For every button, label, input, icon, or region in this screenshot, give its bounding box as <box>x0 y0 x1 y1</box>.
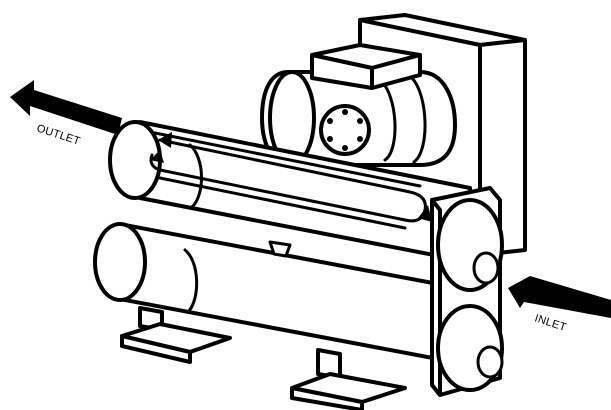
lower-vessel <box>93 222 472 367</box>
inlet-label: INLET <box>533 312 568 334</box>
inlet-arrow-icon <box>508 276 611 318</box>
compressor <box>260 43 457 167</box>
flow-path <box>149 131 432 230</box>
support-foot-right <box>290 348 407 410</box>
compressor-flange <box>319 104 371 156</box>
outlet-label: OUTLET <box>35 122 82 147</box>
upper-vessel <box>108 120 472 264</box>
outlet-arrow-icon <box>10 80 122 135</box>
end-cap-panel <box>430 186 504 397</box>
support-foot-left <box>120 306 232 364</box>
